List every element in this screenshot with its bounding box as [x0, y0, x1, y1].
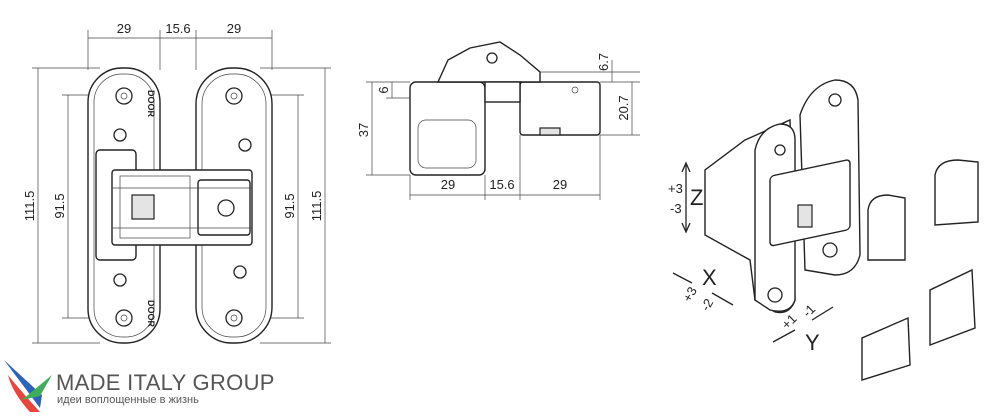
logo-mark-icon [4, 360, 52, 412]
dim-bottom-right: 29 [553, 177, 567, 192]
dim-height-outer-left: 111.5 [22, 191, 37, 222]
x-axis-label: X [702, 265, 717, 290]
y-axis-plus: +1 [779, 311, 800, 332]
dim-side-37: 37 [356, 123, 371, 137]
y-axis-label: Y [805, 330, 820, 355]
logo-tagline: идеи воплощенные в жизнь [57, 394, 199, 406]
iso-view: Z +3 -3 X +3 -2 Y +1 -1 [668, 79, 979, 381]
dim-height-outer-right: 111.5 [309, 191, 324, 222]
side-view: 37 6 6.7 20.7 29 15.6 29 [356, 41, 640, 200]
dim-bottom-center: 15.6 [489, 177, 514, 192]
z-axis-minus: -3 [670, 201, 682, 216]
dim-side-6-7: 6.7 [596, 53, 611, 71]
dim-top-center: 15.6 [165, 21, 190, 36]
z-axis-label: Z [690, 185, 703, 210]
x-axis-plus: +3 [680, 284, 700, 304]
z-axis-plus: +3 [668, 181, 683, 196]
dim-top-right: 29 [227, 21, 241, 36]
dim-height-inner-right: 91.5 [282, 193, 297, 218]
dim-side-20-7: 20.7 [616, 95, 631, 120]
dim-side-6: 6 [376, 86, 391, 93]
dim-top-left: 29 [117, 21, 131, 36]
brand-mark-bottom: DOOR [146, 300, 156, 328]
front-view: 29 15.6 29 111.5 91.5 91.5 111.5 DOOR DO… [22, 21, 331, 344]
brand-mark-top: DOOR [146, 90, 156, 118]
logo-title: MADE ITALY GROUP [56, 370, 275, 395]
dim-bottom-left: 29 [441, 177, 455, 192]
dim-height-inner-left: 91.5 [52, 193, 67, 218]
x-axis-minus: -2 [698, 296, 717, 314]
